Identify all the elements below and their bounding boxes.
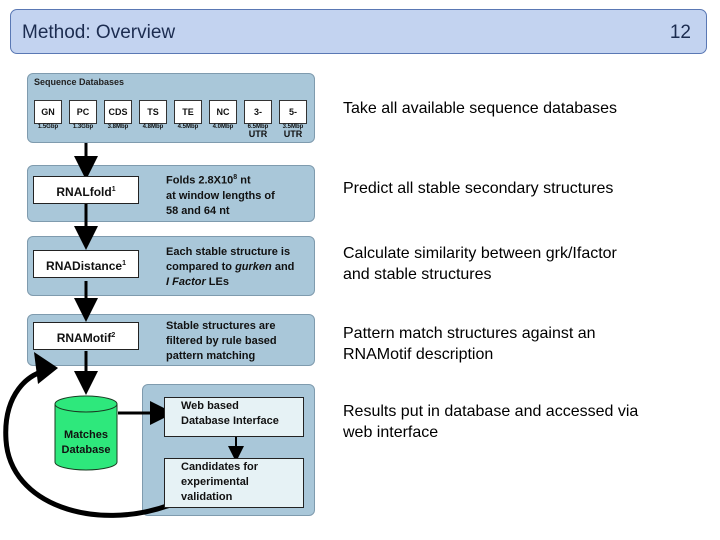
slide-page-number: 12	[669, 22, 691, 43]
rnalfold-box: RNALfold1	[33, 176, 139, 204]
rnamotif-ref: 2	[111, 332, 116, 339]
web-interface-box: Web based Database Interface	[164, 397, 304, 437]
database-size-cds: 3.8Mbp	[107, 124, 129, 130]
database-box-ts: TS	[139, 100, 167, 124]
database-box-pc: PC	[69, 100, 97, 124]
rnadistance-ref: 1	[122, 260, 126, 267]
database-box-cds: CDS	[104, 100, 132, 124]
caption-similarity: Calculate similarity between grk/Ifactor…	[343, 245, 617, 283]
database-box-3utr: 3-UTR	[244, 100, 272, 139]
rnalfold-label: RNALfold	[56, 185, 112, 199]
rnamotif-description: Stable structures are filtered by rule b…	[166, 320, 277, 362]
caption-pattern-match: Pattern match structures against an RNAM…	[343, 325, 596, 363]
database-box-5utr: 5-UTR	[279, 100, 307, 139]
matches-database-label: Matches Database	[61, 429, 111, 456]
rnamotif-box: RNAMotif2	[33, 322, 139, 350]
rnadistance-description: Each stable structure is compared to gur…	[166, 246, 295, 288]
database-size-ts: 4.8Mbp	[142, 124, 164, 130]
feedback-loop-arrow	[3, 367, 171, 518]
database-box-nc: NC	[209, 100, 237, 124]
database-size-pc: 1.3Gbp	[72, 124, 94, 130]
rnalfold-ref: 1	[111, 186, 116, 193]
database-box-te: TE	[174, 100, 202, 124]
feedback-loop-arrowhead	[34, 352, 58, 384]
database-size-5utr: 3.5Mbp	[282, 124, 304, 130]
rnamotif-label: RNAMotif	[56, 331, 112, 345]
slide-title: Method: Overview	[22, 22, 176, 43]
database-size-gn: 1.5Gbp	[37, 124, 59, 130]
databases-heading: Sequence Databases	[34, 77, 125, 87]
caption-databases: Take all available sequence databases	[343, 100, 617, 117]
database-size-te: 4.5Mbp	[177, 124, 199, 130]
matches-database-cylinder	[54, 395, 118, 471]
databases-panel: Sequence Databases GN PC CDS TS TE NC 3-…	[27, 73, 315, 143]
candidates-box: Candidates for experimental validation	[164, 458, 304, 508]
caption-results: Results put in database and accessed via…	[343, 403, 639, 441]
rnalfold-description: Folds 2.8X108 nt at window lengths of 58…	[166, 174, 275, 217]
slide-title-bar: Method: Overview 12	[10, 9, 707, 54]
database-size-3utr: 6.5Mbp	[247, 124, 269, 130]
caption-predict: Predict all stable secondary structures	[343, 180, 614, 197]
rnadistance-label: RNADistance	[46, 259, 123, 273]
database-size-nc: 4.0Mbp	[212, 124, 234, 130]
rnadistance-box: RNADistance1	[33, 250, 139, 278]
database-box-gn: GN	[34, 100, 62, 124]
